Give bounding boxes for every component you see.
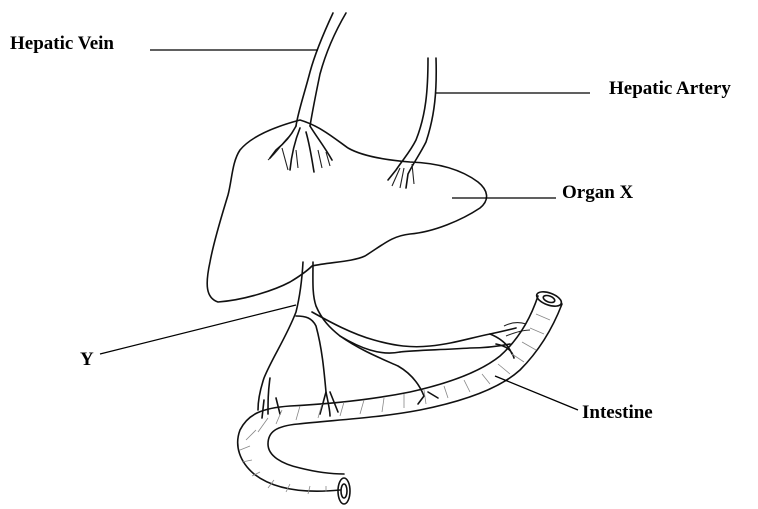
hepatic-artery [388,58,436,188]
hepatic-artery-label: Hepatic Artery [609,79,731,98]
intestine [238,289,564,504]
vessel-y-label: Y [80,350,94,369]
hepatic-vein [270,13,346,172]
intestine-leader [495,376,578,410]
hepatic-vein-label: Hepatic Vein [10,34,114,53]
organ-x-outline [207,120,486,302]
organ-x-label: Organ X [562,183,633,202]
intestine-label: Intestine [582,403,653,422]
y-leader [100,305,296,354]
